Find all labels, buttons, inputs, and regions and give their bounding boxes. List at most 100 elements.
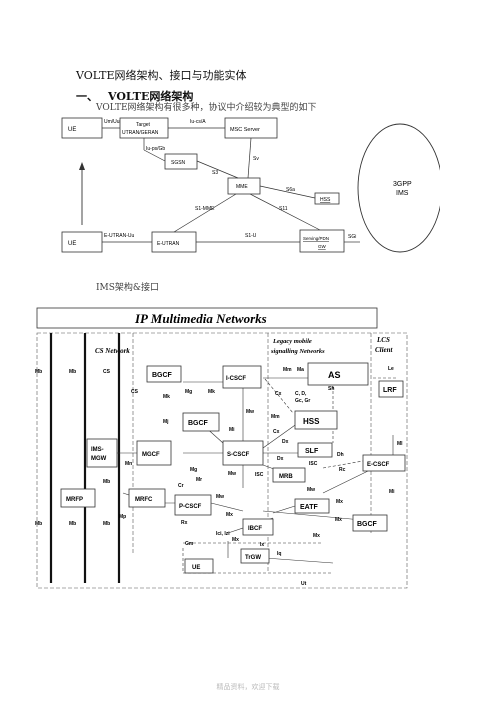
page-footer: 精品资料，欢迎下载 (216, 683, 280, 691)
iface-cx-2: Cx (273, 429, 280, 435)
iface-mg: Mg (190, 467, 197, 473)
iface-le: Le (388, 366, 394, 372)
iface-mw-3: Mw (307, 487, 315, 493)
iface-mb-6: Mb (103, 521, 110, 527)
iface-mk-1: Mk (163, 394, 170, 400)
bgcf-box-1 (146, 365, 182, 383)
iface-dx-2: Dx (277, 456, 284, 462)
iface-ut: Ut (301, 581, 307, 587)
iface-dh: Dh (337, 452, 344, 458)
link-iups-gb: Iu-ps/Gb (146, 146, 165, 152)
iface-rc: Rc (339, 467, 346, 473)
scscf-box (222, 440, 264, 466)
ue-top-label: UE (68, 127, 76, 133)
msc-server-label: MSC Server (230, 127, 260, 133)
iface-isc-2: ISC (309, 461, 318, 467)
ims-mgw-label2: MGW (91, 456, 107, 462)
icscf-label: I-CSCF (226, 376, 246, 382)
ims-title: IP Multimedia Networks (134, 311, 267, 326)
ue-bottom-label: UE (68, 241, 76, 247)
iface-cs-1: CS (103, 369, 111, 375)
lcs-label1: LCS (376, 336, 390, 344)
iface-rx: Rx (181, 520, 188, 526)
trgw-box (240, 548, 270, 564)
serving-pdn-gw-box (299, 229, 345, 253)
link-s1mme: S1-MME (195, 206, 215, 212)
iface-mb-1: Mb (35, 369, 42, 375)
ims-nodes: BGCF I-CSCF AS LRF BGCF HSS IMS- MGW MGC… (60, 362, 406, 574)
iface-mi-2: Mi (389, 489, 395, 495)
iface-mx-3: Mx (226, 512, 233, 518)
ims-connections-dashed (182, 377, 397, 574)
iface-mw-4: Mw (216, 494, 224, 500)
target-ran-label: UTRAN/GERAN (122, 130, 159, 136)
section-number: 一、 (76, 90, 98, 103)
link-sv: Sv (253, 156, 259, 162)
link-s3: S3 (212, 170, 218, 176)
sgsn-box (164, 153, 198, 170)
handover-arrow-head (79, 162, 85, 170)
mrfp-box (60, 488, 96, 508)
icscf-box (222, 365, 262, 389)
bgcf-label-1: BGCF (152, 372, 173, 379)
link-s1u: S1-U (245, 233, 257, 239)
mrb-box (272, 467, 306, 483)
bgcf-label-3: BGCF (357, 521, 378, 528)
iface-mg-top: Mg (185, 389, 192, 395)
iface-mm-l: Mm (271, 414, 280, 420)
lrf-box (378, 380, 404, 398)
intro-paragraph: VOLTE网络架构有很多种，协议中介绍较为典型的如下 (96, 103, 317, 113)
hss-box (294, 410, 338, 430)
ims-cloud (357, 123, 440, 253)
bgcf-box-3 (352, 514, 388, 532)
doc-title: VOLTE网络架构、接口与功能实体 (76, 69, 247, 82)
iface-gm: Gm (185, 541, 194, 547)
volte-architecture-diagram: UE Target UTRAN/GERAN MSC Server SGSN MM… (61, 117, 440, 253)
iface-mj: Mj (163, 419, 169, 425)
iface-mx-2: Mx (335, 517, 342, 523)
bgcf-label-2: BGCF (188, 420, 209, 427)
iface-isc-1: ISC (255, 472, 264, 478)
target-label: Target (136, 122, 151, 128)
iface-mm: Mm (283, 367, 292, 373)
sgsn-label: SGSN (171, 160, 186, 166)
lcs-label2: Client (375, 346, 394, 354)
iface-mr: Mr (196, 477, 202, 483)
iface-mb-4: Mb (35, 521, 42, 527)
iface-gcgr: Gc, Gr (295, 398, 310, 404)
ue-box (184, 558, 214, 574)
as-label: AS (328, 370, 341, 380)
pcscf-box (174, 494, 212, 516)
ims-label-ims: IMS (396, 190, 409, 197)
iface-mp: Mp (119, 514, 126, 520)
hss-label: HSS (303, 417, 320, 426)
lrf-label: LRF (383, 387, 397, 394)
ims-title-banner (36, 307, 378, 329)
iface-mw-1: Mw (246, 409, 254, 415)
link-sgi: SGi (348, 234, 356, 240)
iface-mx-4: Mx (313, 533, 320, 539)
bus-lines (49, 333, 121, 583)
ibcf-box (242, 518, 274, 536)
iface-mw-2: Mw (228, 471, 236, 477)
iface-cr: Cr (178, 483, 184, 489)
link-eutran-uu: E-UTRAN-Uu (104, 233, 134, 239)
connection-lines (102, 127, 360, 243)
link-s6a: S6a (286, 187, 295, 193)
mgcf-label: MGCF (142, 452, 160, 458)
section-heading: 一、 VOLTE网络架构 (76, 88, 193, 104)
as-box (307, 362, 369, 386)
eatf-box (294, 498, 330, 514)
iface-sh: Sh (328, 386, 334, 392)
spgw-label2: GW (318, 244, 327, 249)
eatf-label: EATF (300, 504, 318, 511)
hss-box (314, 192, 340, 205)
ims-mgw-box (86, 438, 118, 468)
iface-iq: Iq (277, 551, 281, 557)
iface-ml: Ml (397, 441, 403, 447)
iface-ix: Ix (260, 542, 264, 548)
pcscf-label: P-CSCF (179, 504, 202, 510)
iface-cdx: C, D, (295, 391, 307, 397)
iface-mi: Mi (229, 427, 235, 433)
section-title: VOLTE网络架构 (108, 90, 194, 103)
